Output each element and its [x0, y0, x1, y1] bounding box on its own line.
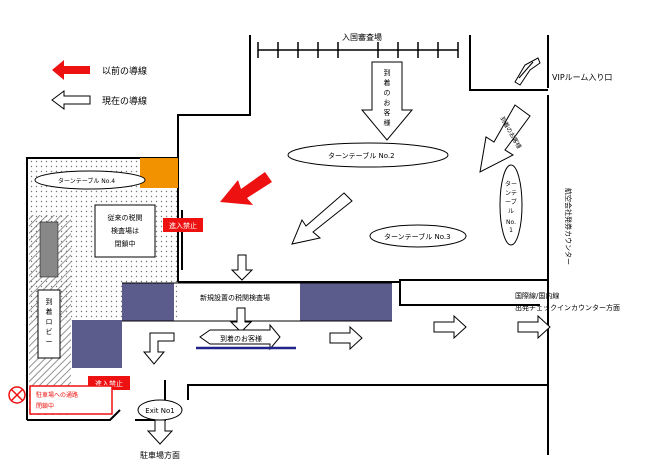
- vip-room-label: VIPルーム入り口: [552, 73, 612, 82]
- previous-route-legend-label: 以前の導線: [102, 65, 147, 77]
- parking-closed-line2: 閉鎖中: [36, 402, 54, 410]
- immigration-gates: [257, 42, 459, 58]
- old-customs-line3: 閉鎖中: [115, 239, 136, 248]
- previous-route-legend-arrow-icon: [52, 60, 90, 80]
- airline-counters-label: 航空会社発券カウンター: [564, 188, 573, 265]
- parking-closed-line1: 駐車場への通路: [36, 391, 78, 399]
- current-route-legend-arrow-icon: [51, 90, 91, 110]
- down-arrow-out-of-customs-icon: [229, 307, 253, 333]
- old-customs-line1: 従来の税関: [108, 213, 143, 222]
- arriving-char-2: 着: [384, 78, 391, 87]
- arrival-lobby-closed-label-1: 到: [46, 298, 53, 306]
- center-diagonal-arrow-icon: [291, 192, 353, 245]
- new-customs-block-left: [122, 283, 174, 321]
- immigration-label: 入国審査場: [342, 32, 382, 42]
- no-entry-circle-icon: [8, 386, 26, 404]
- previous-route-arrow-icon: [220, 172, 272, 205]
- new-customs-label: 新規設置の税関検査場: [200, 293, 270, 302]
- arrival-lobby-closed-label-3: ロ: [46, 318, 53, 326]
- turntable-no3-oval: [369, 224, 467, 248]
- arrival-lobby-closed-label-5: ー: [46, 338, 53, 346]
- turntable-no1-oval: [499, 164, 523, 246]
- right-arrow-3-icon: [517, 314, 551, 340]
- turntable-no4-oval: [34, 170, 146, 190]
- arriving-char-6: 様: [384, 118, 391, 127]
- old-customs-line2: 検査場は: [111, 226, 139, 235]
- arrival-lobby-closed-label-4: ビ: [46, 327, 53, 336]
- new-customs-block-right: [300, 283, 392, 321]
- arriving-bottom-label: 到着のお客様: [220, 334, 262, 343]
- exit-no1-label: Exit No1: [145, 407, 174, 415]
- right-arrow-2-icon: [433, 314, 467, 340]
- arriving-char-5: 客: [384, 108, 391, 117]
- escalator-icon: [514, 57, 541, 86]
- current-route-legend-label: 現在の導線: [102, 95, 147, 107]
- right-arrow-1-icon: [329, 325, 363, 351]
- down-arrow-into-customs-icon: [230, 254, 254, 281]
- turntable-no4-label: ターンテーブル No.4: [58, 177, 115, 185]
- lobby-block: [72, 320, 122, 368]
- transfer-line2: 出発チェックインカウンター方面: [515, 303, 620, 312]
- turntable-no1-char-5: No.: [506, 219, 516, 226]
- no-entry-label-1: 進入禁止: [169, 221, 197, 230]
- parking-passage-closed-box: 駐車場への通路 閉鎖中: [29, 385, 113, 415]
- arriving-char-1: 到: [384, 69, 391, 77]
- turntable-no3-label: ターンテーブル No.3: [384, 232, 451, 241]
- elbow-arrow-icon: [142, 332, 175, 365]
- turntable-no2-oval: [287, 142, 449, 168]
- arrival-lobby-closed-label-2: 着: [46, 307, 53, 316]
- parking-down-arrow-icon: [146, 419, 174, 445]
- arrival-lobby-closed-area: 到 着 ロ ビ ー: [29, 215, 122, 415]
- old-turntable-block: [140, 158, 178, 188]
- new-customs-area: 新規設置の税関検査場: [122, 282, 392, 322]
- arriving-char-3: の: [384, 89, 391, 97]
- turntable-no1-char-4: ル: [508, 208, 514, 215]
- turntable-no1-char-1: ター: [505, 180, 517, 188]
- arriving-char-4: お: [384, 99, 391, 107]
- vip-diagonal-arrow-icon: [479, 104, 531, 173]
- turntable-no1-char-3: ーブ: [505, 198, 517, 206]
- parking-direction-label: 駐車場方面: [140, 450, 180, 460]
- legend: 以前の導線 現在の導線: [51, 60, 147, 110]
- arriving-down-arrow-icon: [360, 61, 414, 141]
- transfer-line1: 国際線/国内線: [515, 291, 559, 300]
- turntable-no2-label: ターンテーブル No.2: [328, 151, 395, 160]
- turntable-no1-char-2: ンテ: [505, 190, 517, 197]
- no-entry-label-2: 進入禁止: [95, 379, 123, 388]
- no-entry-sign-1: 進入禁止: [163, 218, 203, 232]
- turntable-no1-char-6: 1: [509, 227, 513, 234]
